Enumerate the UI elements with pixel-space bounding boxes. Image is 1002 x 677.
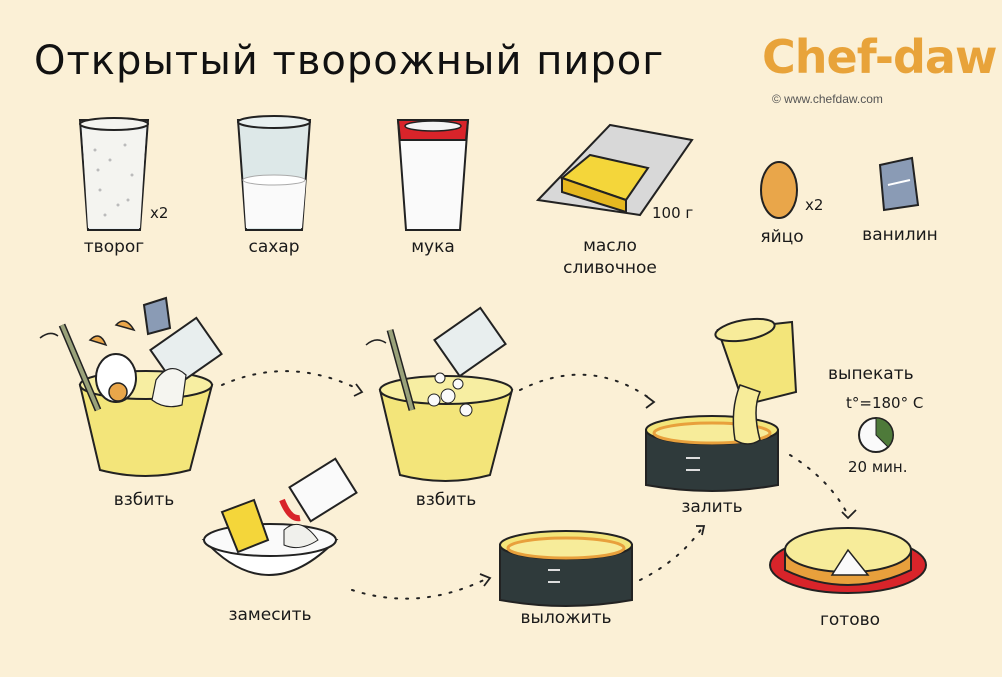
butter-icon bbox=[535, 123, 694, 217]
vanilla-packet-icon bbox=[878, 156, 920, 212]
step6-cheesecake-icon bbox=[769, 527, 927, 594]
page-title: Открытый творожный пирог bbox=[34, 38, 665, 84]
flow-arrows bbox=[221, 370, 849, 600]
ingredient-label-sugar: сахар bbox=[248, 237, 300, 257]
glass-flour-icon bbox=[396, 119, 470, 231]
egg-qty: x2 bbox=[805, 196, 824, 214]
glass-cottage-cheese-icon bbox=[78, 117, 150, 231]
step4-baking-ring-icon bbox=[499, 530, 633, 607]
glass-sugar-icon bbox=[236, 115, 312, 231]
cottage-cheese-qty: x2 bbox=[150, 204, 169, 222]
egg-icon bbox=[760, 161, 798, 219]
ingredient-label-cottage-cheese: творог bbox=[83, 237, 145, 257]
bake-time: 20 мин. bbox=[848, 458, 908, 476]
step-label-lay-out: выложить bbox=[520, 608, 612, 628]
step-label-whisk-1: взбить bbox=[113, 490, 175, 510]
butter-qty: 100 г bbox=[652, 204, 694, 222]
step-label-knead: замесить bbox=[228, 605, 312, 625]
step2-knead-bowl-icon bbox=[201, 457, 358, 576]
ingredient-label-vanilla: ванилин bbox=[862, 225, 938, 245]
step5-pour-ring-icon bbox=[645, 317, 798, 492]
step-label-ready: готово bbox=[819, 610, 881, 630]
timer-icon bbox=[858, 417, 894, 453]
ingredient-label-egg: яйцо bbox=[760, 227, 804, 247]
copyright-text: © www.chefdaw.com bbox=[772, 92, 883, 106]
ingredient-label-flour: мука bbox=[411, 237, 455, 257]
brand-logo[interactable]: Chef-daw bbox=[762, 30, 997, 84]
step-label-whisk-2: взбить bbox=[415, 490, 477, 510]
step1-whisk-bowl-icon bbox=[39, 296, 223, 477]
step3-whisk-bowl-icon bbox=[365, 306, 514, 482]
bake-temperature: t°=180° C bbox=[846, 394, 924, 412]
step-label-pour: залить bbox=[681, 497, 743, 517]
ingredient-label-butter: масло сливочное bbox=[563, 236, 657, 278]
arrow-heads bbox=[353, 383, 857, 587]
bake-label: выпекать bbox=[828, 364, 914, 384]
